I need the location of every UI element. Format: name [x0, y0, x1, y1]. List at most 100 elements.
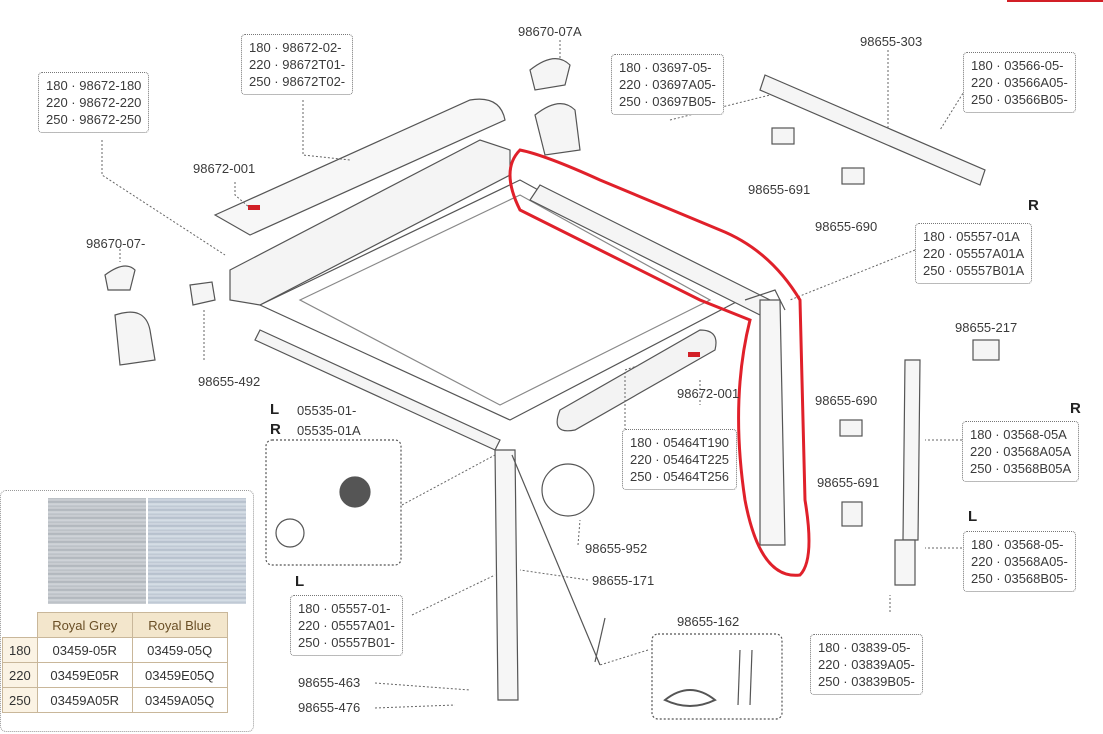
- bracket-492: [189, 281, 216, 306]
- table-cell: 03459E05Q: [131, 662, 228, 688]
- side-label-R-03568: R: [1070, 400, 1081, 417]
- box-line: 220 · 05557A01-: [298, 618, 395, 633]
- box-line: 220 · 03568A05A: [970, 444, 1072, 459]
- part-98655-217: 98655-217: [955, 320, 1018, 335]
- table-row: 180 03459-05R 03459-05Q: [2, 637, 228, 663]
- left-leg: [494, 449, 519, 701]
- box-line: 220 · 05464T225: [630, 452, 730, 467]
- box-line: 250 · 03697B05-: [619, 94, 716, 109]
- box-05464: 180 · 05464T190 220 · 05464T225 250 · 05…: [622, 429, 738, 490]
- box-line: 180 · 03839-05-: [818, 640, 911, 655]
- table-cell: 03459E05R: [36, 662, 133, 688]
- end-cap-top: [529, 58, 571, 91]
- awning-cover: [213, 98, 506, 236]
- group-box-162: [651, 633, 783, 720]
- table-header-blank: [2, 612, 38, 638]
- table-header-royal-blue: Royal Blue: [131, 612, 228, 638]
- part-98655-492: 98655-492: [198, 374, 261, 389]
- box-05557-L: 180 · 05557-01- 220 · 05557A01- 250 · 05…: [290, 595, 403, 656]
- box-line: 220 · 98672-220: [46, 95, 142, 110]
- box-line: 220 · 98672T01-: [249, 57, 346, 72]
- highlight-outline: [508, 148, 811, 577]
- box-line: 220 · 03839A05-: [818, 657, 915, 672]
- end-cap-bracket: [534, 103, 581, 156]
- box-98672-02: 180 · 98672-02- 220 · 98672T01- 250 · 98…: [241, 34, 354, 95]
- detail-circle: [541, 463, 595, 517]
- table-cell-size: 180: [2, 637, 38, 663]
- side-label-L-05535: L: [270, 401, 280, 418]
- box-03566: 180 · 03566-05- 220 · 03566A05- 250 · 03…: [963, 52, 1076, 113]
- side-label-R-top: R: [1028, 197, 1039, 214]
- box-line: 250 · 98672-250: [46, 112, 142, 127]
- rafter-arm: [759, 74, 986, 186]
- part-05535-01: 05535-01-: [297, 403, 357, 418]
- red-logo-top: [248, 205, 260, 210]
- part-98655-691-top: 98655-691: [748, 182, 811, 197]
- box-line: 180 · 05557-01-: [298, 601, 391, 616]
- part-98655-463: 98655-463: [298, 675, 361, 690]
- part-98655-690-top: 98655-690: [815, 219, 878, 234]
- box-03697: 180 · 03697-05- 220 · 03697A05- 250 · 03…: [611, 54, 724, 115]
- left-cap-side: [114, 311, 156, 366]
- box-line: 180 · 03566-05-: [971, 58, 1064, 73]
- far-right-leg-l: [894, 539, 916, 586]
- table-row: 250 03459A05R 03459A05Q: [2, 687, 228, 713]
- box-line: 220 · 03568A05-: [971, 554, 1068, 569]
- red-logo-mid: [688, 352, 700, 357]
- part-98672-001-top: 98672-001: [193, 161, 256, 176]
- group-box-05535: [265, 439, 402, 566]
- box-line: 250 · 03568B05-: [971, 571, 1068, 586]
- table-cell-size: 250: [2, 687, 38, 713]
- swatch-royal-grey: [48, 498, 146, 604]
- table-cell: 03459-05Q: [131, 637, 228, 663]
- box-98672-180: 180 · 98672-180 220 · 98672-220 250 · 98…: [38, 72, 150, 133]
- far-right-leg-r: [902, 359, 921, 541]
- side-label-L-03568: L: [968, 508, 978, 525]
- box-line: 250 · 03566B05-: [971, 92, 1068, 107]
- side-label-L-05557: L: [295, 573, 305, 590]
- box-line: 180 · 03568-05-: [971, 537, 1064, 552]
- part-98655-690-mid: 98655-690: [815, 393, 878, 408]
- box-line: 220 · 05557A01A: [923, 246, 1025, 261]
- table-header-row: Royal Grey Royal Blue: [2, 612, 228, 638]
- part-98655-162: 98655-162: [677, 614, 740, 629]
- box-line: 180 · 03697-05-: [619, 60, 712, 75]
- box-line: 250 · 03839B05-: [818, 674, 915, 689]
- box-line: 180 · 03568-05A: [970, 427, 1067, 442]
- box-line: 250 · 03568B05A: [970, 461, 1072, 476]
- box-line: 180 · 05464T190: [630, 435, 730, 450]
- part-05535-01A: 05535-01A: [297, 423, 361, 438]
- box-line: 250 · 05464T256: [630, 469, 730, 484]
- table-cell: 03459A05R: [36, 687, 133, 713]
- box-line: 250 · 98672T02-: [249, 74, 346, 89]
- part-98655-691-mid: 98655-691: [817, 475, 880, 490]
- brace-rod: [511, 454, 601, 666]
- part-98672-001-mid: 98672-001: [677, 386, 740, 401]
- left-cap-top: [104, 265, 136, 291]
- part-98670-07A: 98670-07A: [518, 24, 582, 39]
- right-leg: [759, 299, 786, 546]
- box-line: 250 · 05557B01A: [923, 263, 1025, 278]
- fabric-inner: [298, 194, 712, 406]
- box-line: 180 · 98672-02-: [249, 40, 342, 55]
- swatch-royal-blue: [148, 498, 246, 604]
- part-98670-07: 98670-07-: [86, 236, 146, 251]
- box-03568-R: 180 · 03568-05A 220 · 03568A05A 250 · 03…: [962, 421, 1080, 482]
- box-line: 180 · 98672-180: [46, 78, 142, 93]
- box-05557-R: 180 · 05557-01A 220 · 05557A01A 250 · 05…: [915, 223, 1033, 284]
- table-cell: 03459A05Q: [131, 687, 228, 713]
- box-line: 220 · 03566A05-: [971, 75, 1068, 90]
- table-cell-size: 220: [2, 662, 38, 688]
- fabric-code-table: Royal Grey Royal Blue 180 03459-05R 0345…: [2, 612, 228, 713]
- box-03839: 180 · 03839-05- 220 · 03839A05- 250 · 03…: [810, 634, 923, 695]
- awning-fabric: [258, 179, 742, 421]
- box-line: 250 · 05557B01-: [298, 635, 395, 650]
- top-accent-bar: [1007, 0, 1103, 8]
- box-03568-L: 180 · 03568-05- 220 · 03568A05- 250 · 03…: [963, 531, 1076, 592]
- table-row: 220 03459E05R 03459E05Q: [2, 662, 228, 688]
- table-cell: 03459-05R: [36, 637, 133, 663]
- part-98655-171: 98655-171: [592, 573, 655, 588]
- part-98655-303: 98655-303: [860, 34, 923, 49]
- part-98655-952: 98655-952: [585, 541, 648, 556]
